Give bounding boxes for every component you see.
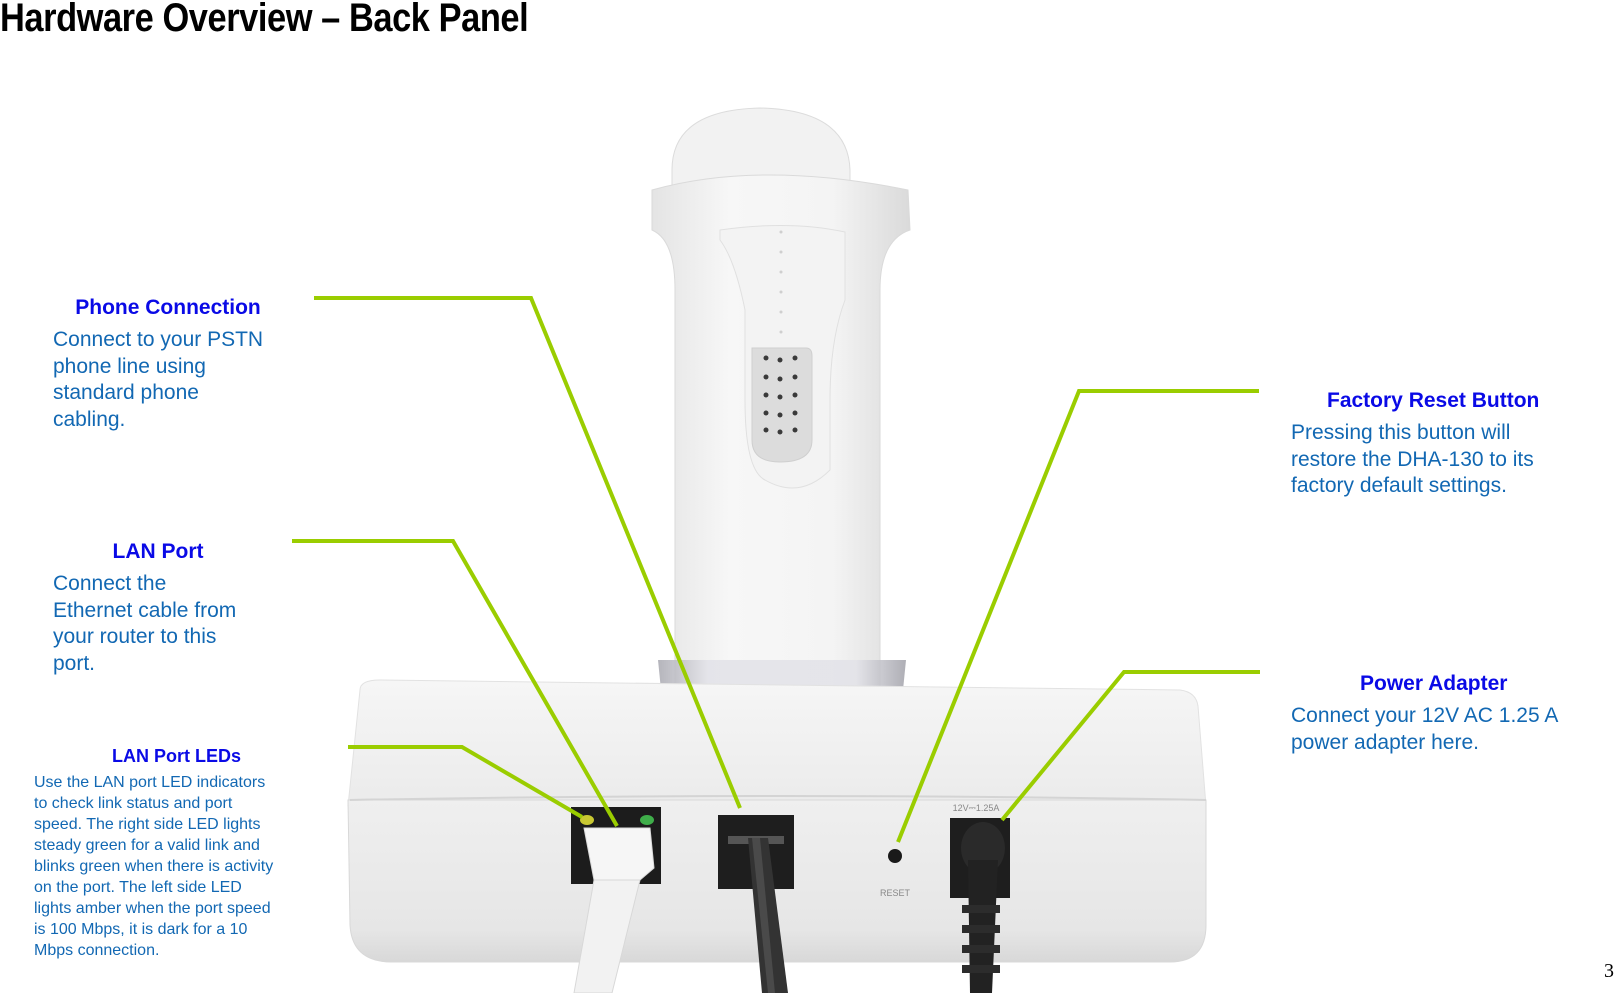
power-port: 12V⎓1.25A bbox=[950, 803, 1010, 993]
callout-body: Connect your 12V AC 1.25 A power adapter… bbox=[1291, 704, 1559, 754]
callout-heading: Factory Reset Button bbox=[1327, 389, 1540, 412]
reset-button: RESET bbox=[880, 849, 911, 898]
leader-lan-port-leds bbox=[348, 745, 584, 819]
callout-body: Connect the Ethernet cable from your rou… bbox=[53, 572, 237, 675]
callout-heading: LAN Port LEDs bbox=[111, 746, 241, 766]
callout-power-adapter: Power Adapter Connect your 12V AC 1.25 A… bbox=[1291, 672, 1601, 756]
leader-phone-connection bbox=[314, 296, 742, 809]
svg-text:12V⎓1.25A: 12V⎓1.25A bbox=[953, 803, 1000, 813]
page-number: 3 bbox=[1604, 960, 1614, 982]
callout-phone-connection: Phone Connection Connect to your PSTN ph… bbox=[53, 296, 283, 433]
leader-power-adapter bbox=[1000, 670, 1260, 822]
phone-port bbox=[718, 815, 794, 993]
leader-factory-reset bbox=[896, 389, 1259, 843]
callout-body: Use the LAN port LED indicators to check… bbox=[34, 774, 274, 959]
leader-lines bbox=[292, 296, 1260, 843]
callout-body: Pressing this button will restore the DH… bbox=[1291, 421, 1534, 497]
lan-port bbox=[571, 807, 661, 993]
callout-lan-port-leds: LAN Port LEDs Use the LAN port LED indic… bbox=[34, 746, 319, 961]
leader-lan-port bbox=[292, 539, 619, 827]
svg-text:RESET: RESET bbox=[880, 888, 911, 898]
callout-factory-reset: Factory Reset Button Pressing this butto… bbox=[1291, 389, 1601, 500]
handset bbox=[651, 107, 911, 701]
callout-heading: LAN Port bbox=[112, 540, 204, 563]
callout-lan-port: LAN Port Connect the Ethernet cable from… bbox=[53, 540, 263, 677]
callout-heading: Phone Connection bbox=[75, 296, 261, 319]
callout-body: Connect to your PSTN phone line using st… bbox=[53, 328, 264, 431]
callout-heading: Power Adapter bbox=[1360, 672, 1508, 695]
page-title: Hardware Overview – Back Panel bbox=[0, 0, 529, 40]
